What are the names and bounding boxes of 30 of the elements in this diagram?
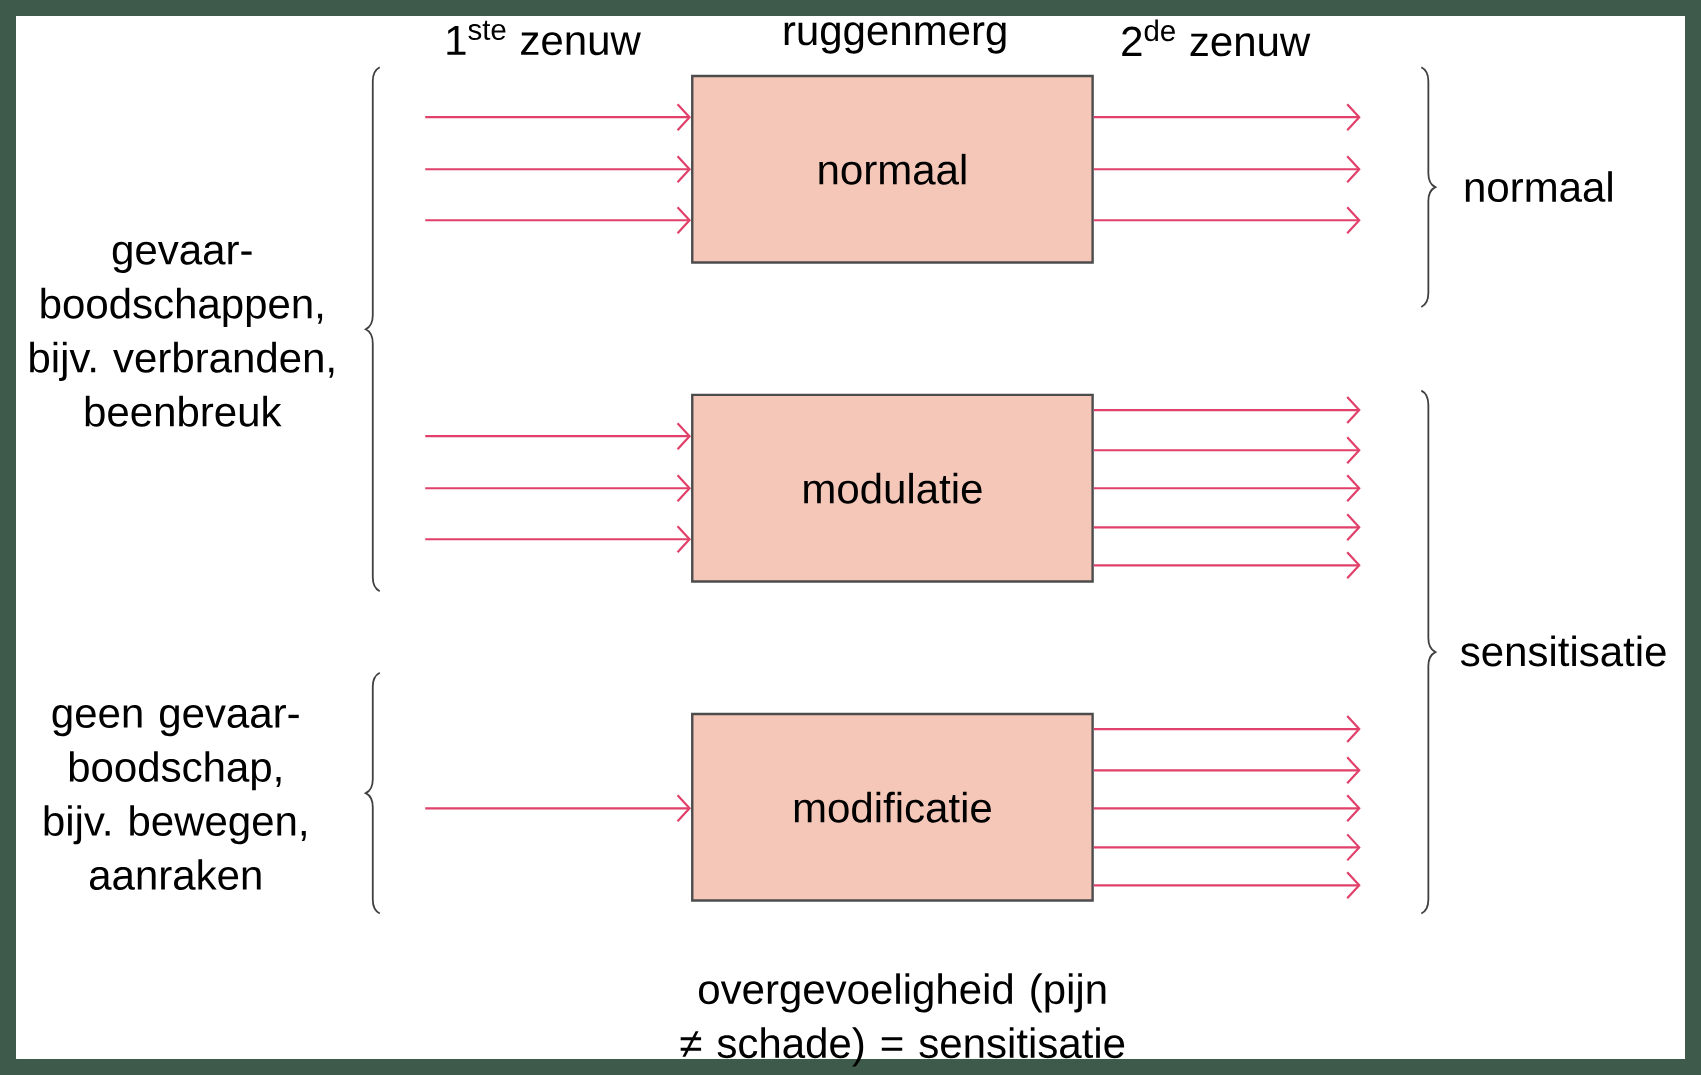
arrow [425,206,692,234]
process-box: normaal [691,74,1094,264]
label: gevaar- boodschappen, bijv. verbranden, beenbreuk [30,241,334,427]
arrow [1093,794,1361,823]
arrow [1093,103,1361,131]
arrow [425,525,692,553]
label: 1$^{ste}$ zenuw [447,20,641,56]
arrow [1093,871,1361,900]
arrow [1093,756,1361,785]
arrow [1093,715,1361,743]
arrow [425,474,692,502]
arrow [1093,513,1361,542]
arrow [425,794,692,823]
process-box: modificatie [691,712,1094,902]
arrow [425,103,692,131]
arrow [425,155,692,183]
label: sensitisatie [1460,635,1666,667]
arrow [1093,833,1361,862]
arrow [1093,396,1361,424]
arrow [1093,474,1361,502]
arrow [1093,155,1361,183]
label: geen gevaar- boodschap, bijv. bewegen, aanraken [44,705,306,890]
process-box: modulatie [691,393,1094,583]
arrow [1093,551,1361,580]
arrow [425,422,692,450]
arrow [1093,436,1361,464]
label: normaal [1465,171,1612,203]
label: overgevoeligheid (pijn ≠ schade) = sensitisatie [680,973,1125,1067]
label: 2$^{de}$ zenuw [1122,19,1311,57]
arrow [1093,206,1361,234]
